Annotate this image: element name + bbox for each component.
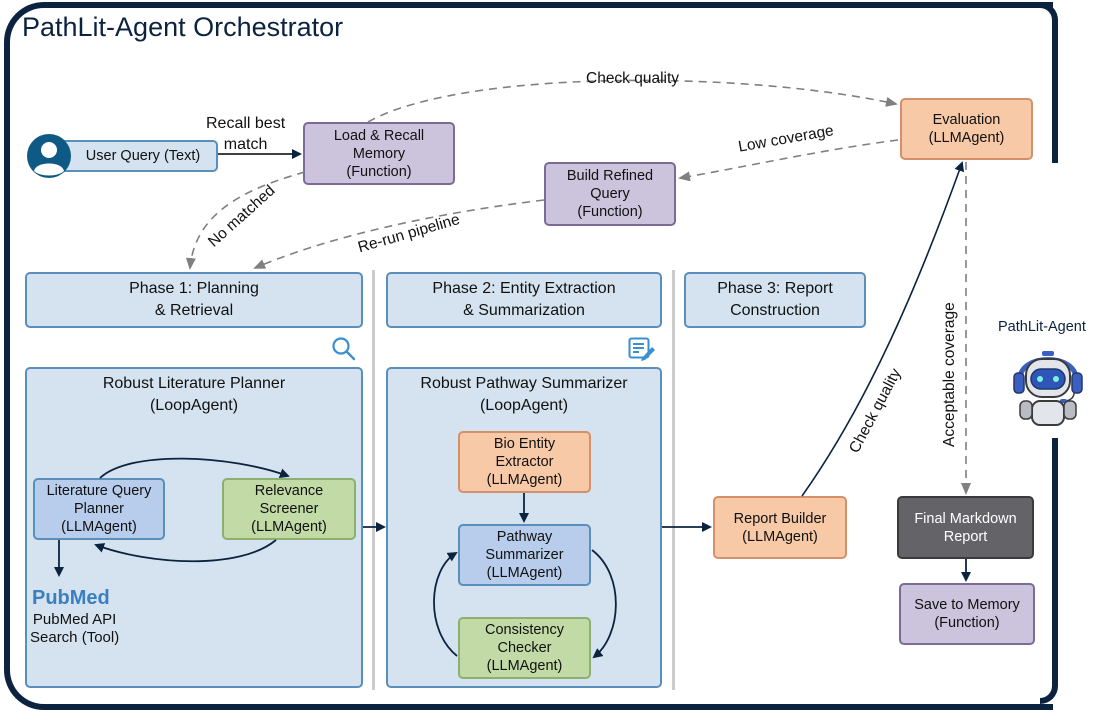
phase-divider-1 [372, 270, 375, 690]
bio-entity-extractor-node[interactable]: Bio Entity Extractor (LLMAgent) [458, 431, 591, 493]
phase-2-header[interactable]: Phase 2: Entity Extraction & Summarizati… [386, 272, 662, 328]
pathway-summarizer-title: Robust Pathway Summarizer (LoopAgent) [420, 375, 628, 414]
edge-summarizer-to-checker [591, 549, 617, 659]
edge-check-quality-top [367, 79, 898, 123]
user-query-node[interactable]: User Query (Text) [56, 140, 218, 172]
build-refined-query-node[interactable]: Build Refined Query (Function) [544, 162, 676, 226]
robot-agent-icon [1008, 345, 1088, 432]
final-markdown-report-label: Final Markdown Report [914, 510, 1017, 545]
edge-screener-to-planner [94, 539, 277, 563]
acceptable-coverage-label: Acceptable coverage [941, 302, 958, 447]
pathway-summarizer-node[interactable]: Pathway Summarizer (LLMAgent) [458, 524, 591, 586]
save-to-memory-label: Save to Memory (Function) [914, 597, 1020, 631]
bio-entity-extractor-label: Bio Entity Extractor (LLMAgent) [486, 436, 563, 488]
edge-planner-to-screener [99, 457, 290, 479]
save-to-memory-node[interactable]: Save to Memory (Function) [899, 583, 1035, 645]
pubmed-tool-label: PubMed API Search (Tool) [30, 611, 120, 646]
literature-planner-title: Robust Literature Planner (LoopAgent) [102, 375, 286, 414]
search-icon [331, 336, 357, 367]
orchestrator-frame-corner-top [1040, 2, 1058, 163]
edit-document-icon [628, 337, 656, 366]
pubmed-logo-text: PubMed [32, 587, 110, 608]
phase-1-label: Phase 1: Planning & Retrieval [129, 280, 259, 319]
diagram-title: PathLit-Agent Orchestrator [22, 12, 344, 42]
check-quality-top-label: Check quality [586, 70, 680, 87]
phase-divider-2 [672, 270, 675, 690]
agent-name-label: PathLit-Agent [998, 319, 1086, 335]
consistency-checker-label: Consistency Checker (LLMAgent) [485, 622, 564, 674]
build-refined-query-label: Build Refined Query (Function) [566, 168, 654, 220]
literature-query-planner-label: Literature Query Planner (LLMAgent) [46, 483, 152, 535]
user-avatar-icon [26, 133, 72, 179]
final-markdown-report-node[interactable]: Final Markdown Report [897, 496, 1034, 559]
edge-check-quality-side [801, 161, 965, 497]
pubmed-logo-icon: PubMed [32, 580, 127, 613]
edge-no-matched [185, 171, 306, 270]
pathway-summarizer-label: Pathway Summarizer (LLMAgent) [485, 529, 564, 581]
phase-2-label: Phase 2: Entity Extraction & Summarizati… [432, 280, 616, 319]
phase-3-header[interactable]: Phase 3: Report Construction [684, 272, 866, 328]
phase-1-header[interactable]: Phase 1: Planning & Retrieval [25, 272, 363, 328]
literature-query-planner-node[interactable]: Literature Query Planner (LLMAgent) [33, 478, 165, 540]
relevance-screener-label: Relevance Screener (LLMAgent) [251, 483, 327, 535]
report-builder-label: Report Builder (LLMAgent) [733, 510, 827, 545]
load-recall-memory-label: Load & Recall Memory (Function) [333, 127, 425, 180]
orchestrator-frame-corner-bottom [1040, 438, 1058, 704]
report-builder-node[interactable]: Report Builder (LLMAgent) [713, 496, 847, 559]
consistency-checker-node[interactable]: Consistency Checker (LLMAgent) [458, 617, 591, 679]
orchestrator-frame [4, 2, 1053, 710]
edge-checker-to-summarizer [433, 551, 458, 657]
load-recall-memory-node[interactable]: Load & Recall Memory (Function) [303, 122, 455, 185]
edge-rerun-pipeline [253, 199, 545, 269]
evaluation-node[interactable]: Evaluation (LLMAgent) [900, 98, 1033, 160]
evaluation-label: Evaluation (LLMAgent) [928, 112, 1005, 146]
user-query-label: User Query (Text) [85, 148, 201, 164]
phase-3-label: Phase 3: Report Construction [717, 280, 833, 319]
recall-best-match-label: Recall best match [206, 115, 286, 153]
edge-low-coverage [678, 139, 899, 182]
relevance-screener-node[interactable]: Relevance Screener (LLMAgent) [222, 478, 356, 540]
